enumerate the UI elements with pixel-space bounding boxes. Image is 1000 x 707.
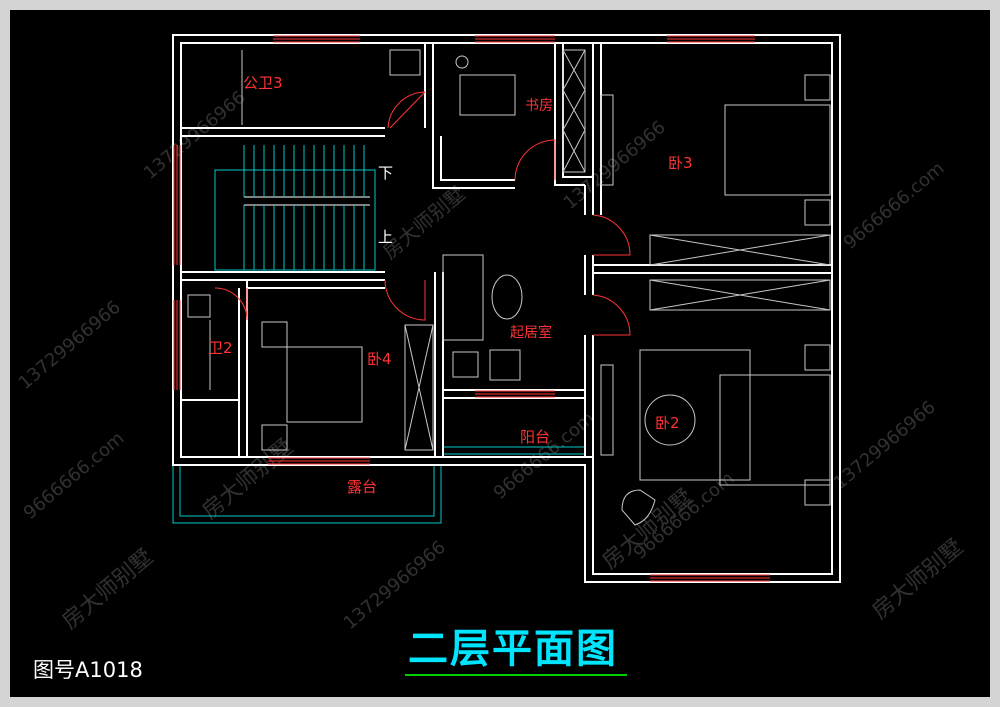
wardrobe-bed4 <box>404 324 434 451</box>
bed-bedroom2 <box>719 374 831 486</box>
window-top-3 <box>667 35 755 43</box>
nightstand <box>804 199 831 226</box>
door-bedroom2 <box>592 294 631 336</box>
staircase <box>214 145 376 271</box>
label-balcony: 阳台 <box>520 428 550 446</box>
wall-center-3 <box>584 335 594 390</box>
sofa <box>442 254 484 341</box>
windows <box>173 35 770 582</box>
wall-stair-bottom <box>181 271 385 281</box>
study-desk <box>459 74 516 116</box>
watermark-phone: 13729966966 <box>560 117 670 214</box>
window-left-1 <box>173 145 181 265</box>
drawing-title: 二层平面图 <box>408 626 618 672</box>
nightstand <box>261 424 288 451</box>
door-stair <box>384 279 426 321</box>
stair-labels: 下 上 <box>378 164 393 246</box>
wall-study <box>432 136 515 189</box>
cad-canvas: 房大师别墅 房大师别墅 房大师别墅 房大师别墅 房大师别墅 1372996696… <box>10 10 990 697</box>
side-table <box>452 351 479 378</box>
label-living: 起居室 <box>510 324 552 341</box>
wall-bed2-left <box>584 335 594 457</box>
door-bedroom3 <box>592 214 631 256</box>
floor-plan-svg: 房大师别墅 房大师别墅 房大师别墅 房大师别墅 房大师别墅 1372996696… <box>15 34 968 676</box>
label-bedroom3: 卧3 <box>668 154 693 172</box>
wardrobe-bed2 <box>649 279 831 311</box>
wall-bed4-right <box>434 272 444 457</box>
drawing-number: 图号A1018 <box>33 658 143 682</box>
watermark-site: 9666666.com <box>490 408 599 504</box>
watermark-layer: 房大师别墅 房大师别墅 房大师别墅 房大师别墅 房大师别墅 1372996696… <box>15 87 968 635</box>
door-bath2 <box>214 287 248 321</box>
wall-public-bath-right <box>424 43 434 136</box>
watermark-phone: 13729966966 <box>830 397 940 494</box>
wardrobe-bed4-cross <box>404 324 434 451</box>
watermark-text: 房大师别墅 <box>58 545 158 635</box>
window-top-1 <box>273 35 360 43</box>
wall-study-right <box>554 43 593 186</box>
label-bedroom4: 卧4 <box>367 350 392 368</box>
nightstand <box>804 344 831 371</box>
desk-lamp <box>455 55 469 69</box>
label-study: 书房 <box>525 98 553 114</box>
label-bath2: 卫2 <box>208 339 233 357</box>
armchair <box>621 489 656 526</box>
watermark-text: 房大师别墅 <box>868 535 968 625</box>
label-public-bath: 公卫3 <box>243 74 283 92</box>
sink <box>389 49 421 76</box>
bed-bedroom3 <box>724 104 831 196</box>
window-left-2 <box>173 300 181 390</box>
sink-bath2 <box>187 294 211 318</box>
wall-bed4-top <box>247 279 385 289</box>
watermark-site: 9666666.com <box>840 158 949 254</box>
stair-outline <box>214 169 376 271</box>
door-public-bath <box>387 91 426 129</box>
coffee-table <box>491 274 523 320</box>
wardrobe-cross-2 <box>649 279 831 311</box>
wall-public-bath <box>181 127 385 137</box>
bookshelf <box>562 49 586 173</box>
watermark-phone: 13729966966 <box>340 537 450 634</box>
bookshelf-cross <box>562 49 586 173</box>
wall-bath2 <box>180 280 248 457</box>
label-stair-up: 上 <box>378 228 393 246</box>
door-study <box>514 139 556 181</box>
wall-living-bottom <box>443 389 585 399</box>
armchair-living <box>489 349 521 381</box>
wall-bed3-bottom <box>593 264 832 274</box>
furniture <box>187 49 831 526</box>
window-bottom-3 <box>650 574 770 582</box>
window-bottom-1 <box>268 457 370 465</box>
rug <box>639 349 751 481</box>
wardrobe-bed3 <box>649 234 831 266</box>
window-top-2 <box>475 35 555 43</box>
tv-cabinet <box>600 364 614 456</box>
watermark-phone: 13729966966 <box>15 297 125 394</box>
wall-center-2 <box>584 255 594 295</box>
label-stair-down: 下 <box>378 164 393 182</box>
label-bedroom2: 卧2 <box>655 414 680 432</box>
outer-wall <box>172 34 841 583</box>
stair-treads <box>243 145 365 270</box>
watermark-site: 9666666.com <box>20 428 129 524</box>
round-table <box>644 394 696 446</box>
room-labels: 公卫3 书房 卧3 卫2 卧4 起居室 卧2 阳台 露台 <box>208 74 693 496</box>
tv-cabinet <box>600 94 614 186</box>
label-terrace: 露台 <box>347 478 377 496</box>
window-bottom-2 <box>475 390 555 398</box>
bed-bedroom4 <box>286 346 363 423</box>
watermark-text: 房大师别墅 <box>378 181 470 264</box>
nightstand <box>804 74 831 101</box>
outer-wall-inner <box>180 42 833 575</box>
nightstand <box>261 321 288 348</box>
wardrobe-cross <box>649 234 831 266</box>
nightstand <box>804 479 831 506</box>
